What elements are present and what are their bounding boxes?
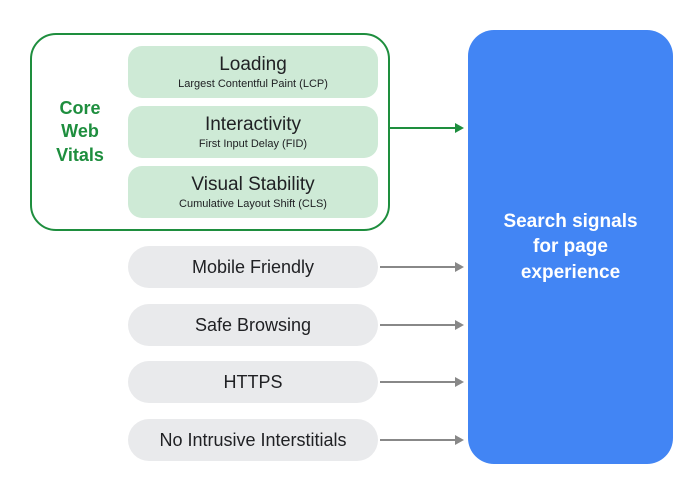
arrow-head	[455, 320, 464, 330]
arrow-line	[380, 266, 455, 268]
cwv-item-loading-title: Loading	[219, 54, 287, 75]
search-signals-panel: Search signals for page experience	[468, 30, 673, 464]
arrow-line	[380, 324, 455, 326]
arrow-line	[380, 381, 455, 383]
signal-https: HTTPS	[128, 361, 378, 403]
cwv-item-interactivity-subtitle: First Input Delay (FID)	[198, 138, 308, 150]
cwv-item-loading-subtitle: Largest Contentful Paint (LCP)	[178, 78, 328, 90]
cwv-item-visual-stability-title: Visual Stability	[191, 174, 315, 195]
no-intrusive-interstitials-arrow-right-icon	[380, 435, 464, 445]
arrow-line	[380, 439, 455, 441]
cwv-item-interactivity: Interactivity First Input Delay (FID)	[128, 106, 378, 158]
https-arrow-right-icon	[380, 377, 464, 387]
cwv-item-visual-stability: Visual Stability Cumulative Layout Shift…	[128, 166, 378, 218]
signal-mobile-friendly: Mobile Friendly	[128, 246, 378, 288]
core-web-vitals-label: Core Web Vitals	[56, 97, 104, 165]
arrow-head	[455, 435, 464, 445]
signal-no-intrusive-interstitials: No Intrusive Interstitials	[128, 419, 378, 461]
core-web-vitals-arrow-right-icon	[390, 123, 464, 133]
safe-browsing-arrow-right-icon	[380, 320, 464, 330]
arrow-head	[455, 262, 464, 272]
arrow-line	[390, 127, 455, 129]
arrow-head	[455, 377, 464, 387]
cwv-item-loading: Loading Largest Contentful Paint (LCP)	[128, 46, 378, 98]
core-web-vitals-group: Core Web Vitals Loading Largest Contentf…	[30, 33, 390, 231]
arrow-head	[455, 123, 464, 133]
signal-safe-browsing: Safe Browsing	[128, 304, 378, 346]
cwv-item-interactivity-title: Interactivity	[204, 114, 302, 135]
cwv-item-visual-stability-subtitle: Cumulative Layout Shift (CLS)	[179, 198, 327, 210]
mobile-friendly-arrow-right-icon	[380, 262, 464, 272]
search-signals-label: Search signals for page experience	[503, 210, 638, 283]
core-web-vitals-items: Loading Largest Contentful Paint (LCP) I…	[128, 46, 378, 218]
